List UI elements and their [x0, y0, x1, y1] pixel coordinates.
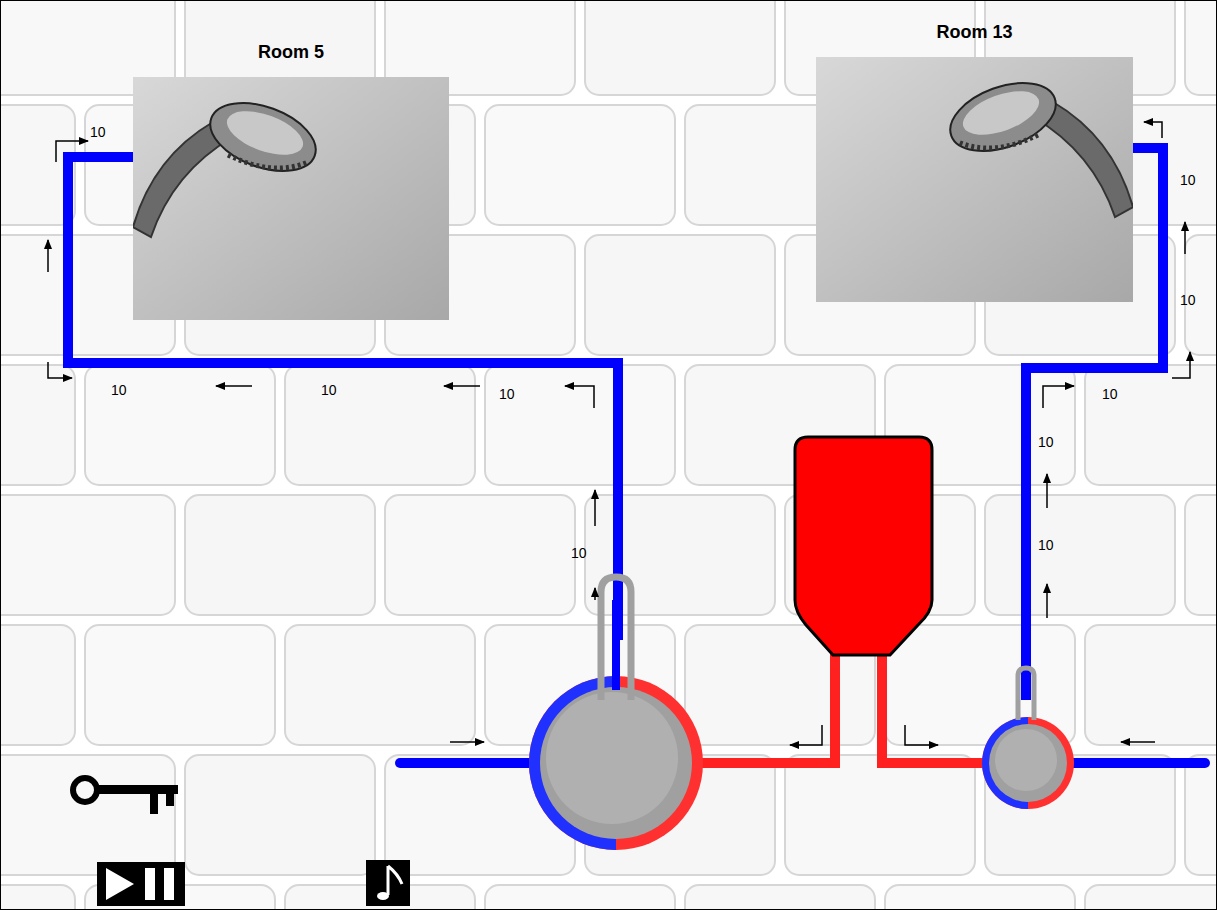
- flow-rate: 10: [571, 545, 587, 561]
- room-shower: Room 13: [816, 22, 1133, 302]
- room-shower: Room 5: [133, 42, 449, 320]
- flow-rate: 10: [499, 386, 515, 402]
- shower-photo: [816, 57, 1133, 302]
- flow-rate: 10: [321, 382, 337, 398]
- room-title: Room 5: [133, 42, 449, 77]
- music-icon: [366, 860, 410, 906]
- flow-rate: 10: [1180, 292, 1196, 308]
- room-title: Room 13: [816, 22, 1133, 57]
- play-pause-icon: [97, 862, 185, 906]
- flow-rate: 10: [1102, 386, 1118, 402]
- flow-rate: 10: [1038, 434, 1054, 450]
- flow-rate: 10: [1180, 172, 1196, 188]
- flow-rate: 10: [1038, 537, 1054, 553]
- key-icon: [73, 778, 178, 814]
- flow-rate: 10: [90, 124, 106, 140]
- shower-photo: [133, 77, 449, 320]
- flow-rate: 10: [111, 382, 127, 398]
